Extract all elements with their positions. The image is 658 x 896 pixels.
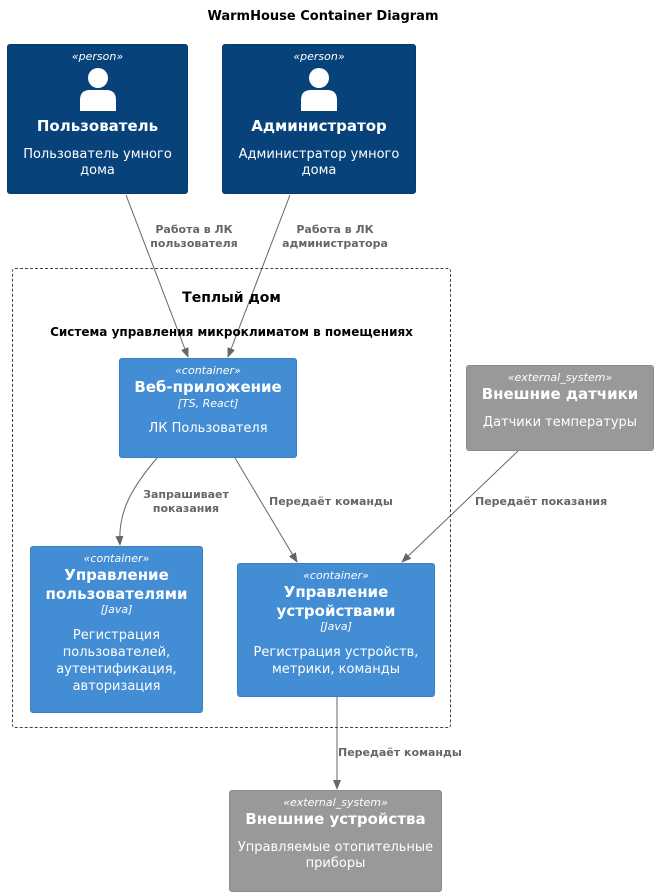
node-description: Администратор умного дома [238, 146, 400, 179]
external-sensors-node[interactable]: «external_system» Внешние датчики Датчик… [466, 365, 654, 451]
node-description: ЛК Пользователя [148, 421, 268, 437]
container-devices-management-node[interactable]: «container» Управление устройствами [Jav… [237, 563, 435, 697]
node-technology: [TS, React] [177, 396, 239, 410]
node-name: Веб-приложение [134, 377, 282, 396]
edge-label-webapp-to-users: Запрашивает показания [143, 488, 229, 515]
container-users-management-node[interactable]: «container» Управление пользователями [J… [30, 546, 203, 713]
node-stereotype: «container» [83, 552, 150, 565]
edge-user-to-webapp [125, 194, 189, 358]
node-stereotype: «container» [175, 364, 241, 377]
edge-webapp-to-users [115, 457, 158, 546]
edge-label-webapp-to-devices: Передаёт команды [269, 495, 393, 508]
node-technology: [Java] [320, 620, 352, 634]
edge-sensors-to-devices [401, 450, 519, 563]
node-stereotype: «container» [303, 569, 369, 582]
node-name: Управление устройствами [276, 582, 396, 620]
node-name: Внешние устройства [245, 809, 426, 828]
node-stereotype: «person» [293, 50, 345, 63]
person-user-node[interactable]: «person» Пользователь Пользователь умног… [7, 44, 188, 194]
person-icon [79, 67, 116, 111]
node-name: Управление пользователями [45, 565, 188, 603]
node-description: Регистрация пользователей, аутентификаци… [56, 628, 177, 694]
node-name: Администратор [251, 116, 387, 135]
node-name: Пользователь [36, 116, 159, 135]
edge-label-devices-to-ext: Передаёт команды [338, 746, 462, 759]
system-boundary: Теплый дом Система управления микроклима… [12, 268, 451, 728]
diagram-title: WarmHouse Container Diagram [207, 9, 439, 24]
person-admin-node[interactable]: «person» Администратор Администратор умн… [222, 44, 416, 194]
boundary-description: Система управления микроклиматом в помещ… [50, 325, 413, 339]
node-name: Внешние датчики [481, 384, 639, 403]
edge-label-user-to-webapp: Работа в ЛК пользователя [150, 223, 238, 250]
person-icon [301, 67, 337, 111]
node-description: Регистрация устройств, метрики, команды [253, 645, 419, 677]
node-stereotype: «person» [71, 50, 124, 63]
node-description: Датчики температуры [482, 414, 638, 430]
node-description: Управляемые отопительные приборы [237, 839, 434, 872]
edge-label-sensors-to-devices: Передаёт показания [475, 495, 608, 508]
edge-webapp-to-devices [234, 457, 298, 563]
node-stereotype: «external_system» [507, 371, 613, 384]
node-description: Пользователь умного дома [23, 146, 172, 179]
external-devices-node[interactable]: «external_system» Внешние устройства Упр… [229, 790, 442, 892]
node-stereotype: «external_system» [283, 796, 388, 809]
edge-label-admin-to-webapp: Работа в ЛК администратора [282, 223, 388, 250]
boundary-name: Теплый дом [182, 290, 281, 306]
container-webapp-node[interactable]: «container» Веб-приложение [TS, React] Л… [119, 358, 297, 458]
edge-admin-to-webapp [227, 194, 291, 358]
node-technology: [Java] [100, 603, 133, 617]
